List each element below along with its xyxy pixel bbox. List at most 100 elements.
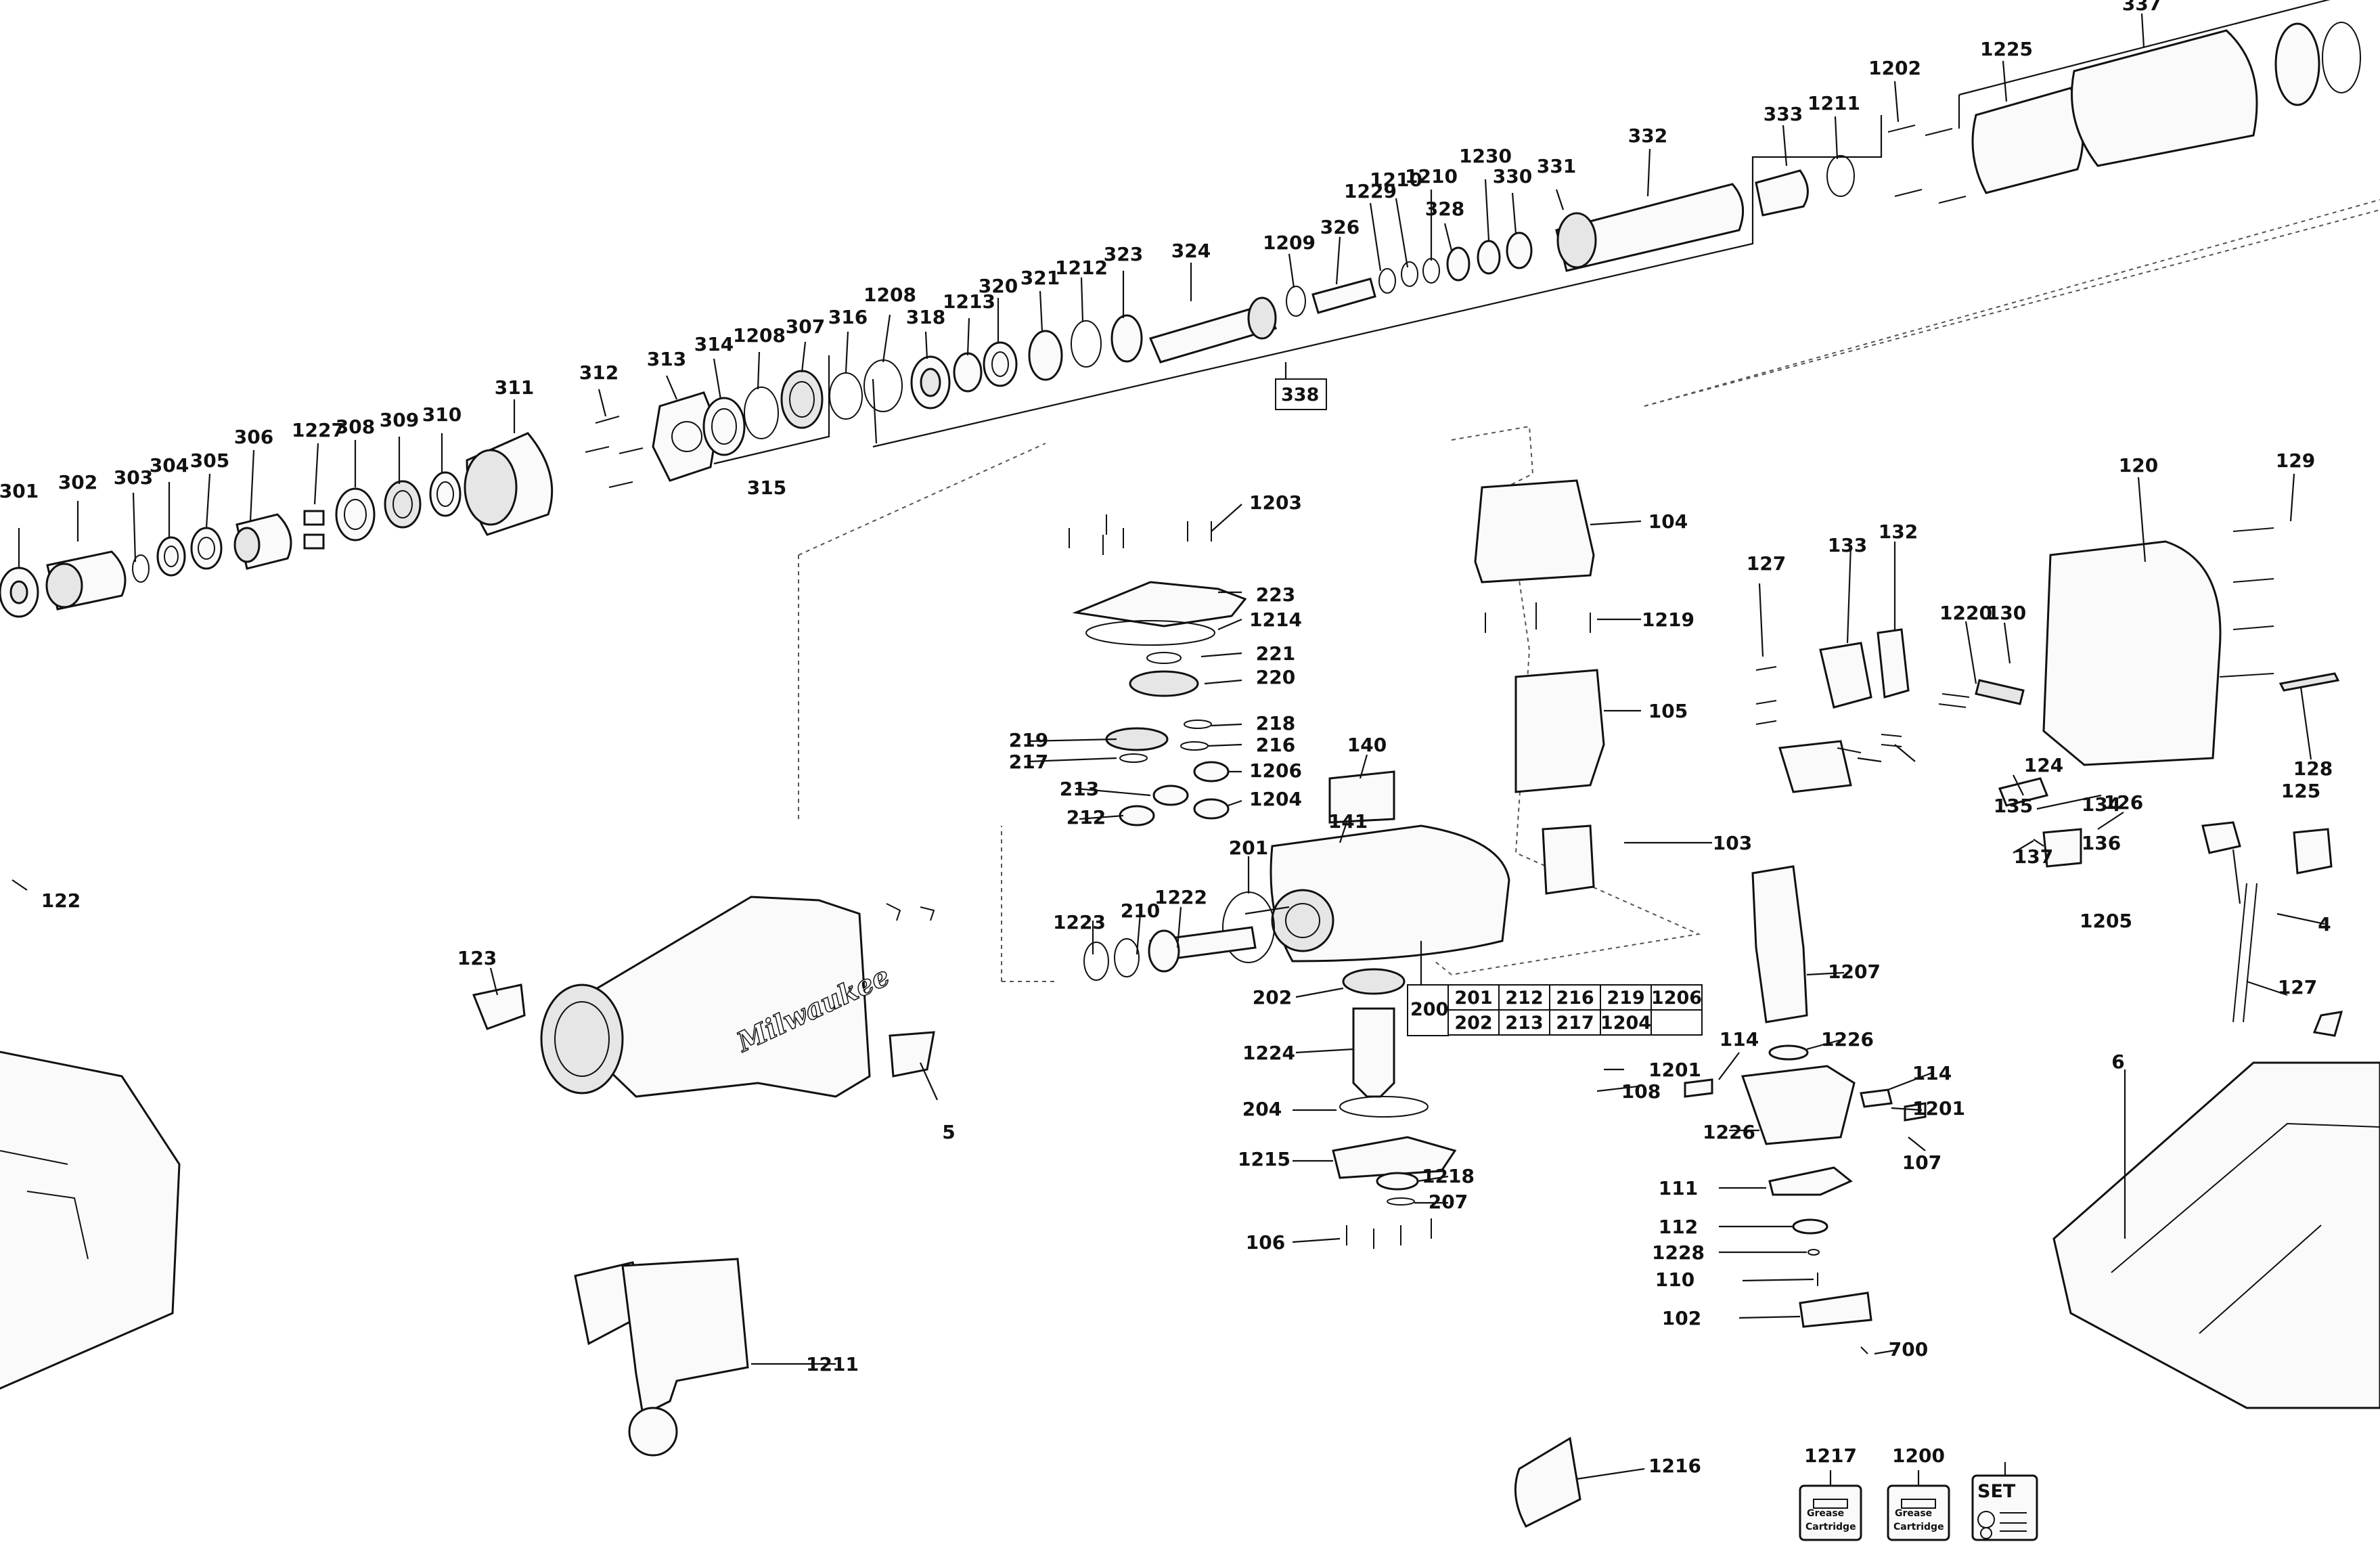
table-cell-text: 216 [1556, 988, 1594, 1009]
callout-1216: 1216 [1648, 1455, 1701, 1477]
callout-223: 223 [1256, 583, 1295, 606]
grease-1217-line2: Cartridge [1893, 1522, 1944, 1532]
callout-219: 219 [1009, 729, 1048, 751]
callout-114: 114 [1720, 1028, 1759, 1051]
callout-326: 326 [1320, 216, 1360, 238]
carry-cases [0, 1051, 2380, 1409]
callout-134: 134 [2082, 793, 2121, 816]
callout-128: 128 [2293, 757, 2333, 780]
callout-103: 103 [1713, 832, 1752, 854]
callout-309: 309 [380, 409, 419, 431]
leader-lines [12, 13, 2325, 1486]
callout-129: 129 [2276, 449, 2315, 472]
callout-104: 104 [1648, 510, 1688, 533]
callout-207: 207 [1429, 1191, 1468, 1213]
callout-130: 130 [1987, 602, 2026, 624]
callout-133: 133 [1828, 534, 1867, 556]
table-head: 200 [1410, 999, 1448, 1020]
table-cell [1600, 984, 1652, 1011]
grease-cartridge-1217-icon: Grease Cartridge [1887, 1484, 1950, 1541]
callout-1222: 1222 [1154, 886, 1207, 908]
callout-213: 213 [1060, 778, 1099, 800]
callout-110: 110 [1655, 1268, 1694, 1291]
callout-1226: 1226 [1821, 1028, 1874, 1051]
callout-4: 4 [2318, 913, 2331, 935]
callout-1201: 1201 [1912, 1097, 1965, 1120]
callout-700: 700 [1889, 1338, 1928, 1361]
callout-312: 312 [579, 361, 619, 384]
table-cell-text: 217 [1556, 1013, 1594, 1034]
callout-1213: 1213 [943, 290, 995, 313]
callout-1211: 1211 [806, 1353, 859, 1375]
callout-328: 328 [1425, 198, 1464, 220]
table-cell-text: 1206 [1651, 988, 1702, 1009]
callout-112: 112 [1659, 1216, 1698, 1238]
callout-1208: 1208 [863, 284, 916, 306]
callout-302: 302 [58, 471, 97, 493]
callout-120: 120 [2119, 454, 2158, 477]
callout-321: 321 [1020, 267, 1060, 289]
callout-136: 136 [2082, 832, 2121, 854]
callout-122: 122 [41, 889, 81, 912]
callout-1214: 1214 [1249, 609, 1302, 631]
callout-135: 135 [1994, 795, 2033, 817]
assembly-338-box: 338 [1275, 378, 1327, 410]
callout-123: 123 [457, 947, 497, 969]
callout-1208: 1208 [733, 324, 786, 347]
callout-1209: 1209 [1263, 231, 1316, 254]
callout-1203: 1203 [1249, 491, 1302, 514]
bracket-lines [713, 0, 2331, 465]
callout-216: 216 [1256, 734, 1295, 756]
callout-304: 304 [150, 454, 189, 477]
callout-1206: 1206 [1249, 759, 1302, 782]
callout-107: 107 [1902, 1151, 1941, 1174]
grease-1216-line1: Grease [1807, 1508, 1844, 1519]
callout-1230: 1230 [1459, 145, 1512, 167]
callout-1224: 1224 [1242, 1042, 1295, 1064]
front-housing: Milwaukee [472, 896, 935, 1098]
callout-1200: 1200 [1892, 1444, 1945, 1467]
gearbox-parts [1069, 514, 1510, 1249]
callout-6: 6 [2111, 1051, 2124, 1073]
callout-306: 306 [234, 426, 273, 448]
callout-220: 220 [1256, 666, 1295, 688]
callout-313: 313 [647, 348, 686, 370]
table-cell [1549, 984, 1601, 1011]
callout-1204: 1204 [1249, 788, 1302, 810]
callout-301: 301 [0, 480, 39, 502]
spindle-parts [0, 22, 2361, 618]
table-cell-text: 212 [1505, 988, 1543, 1009]
grease-cartridge-1216-icon: Grease Cartridge [1799, 1484, 1862, 1541]
callout-127: 127 [2278, 976, 2317, 998]
callout-106: 106 [1246, 1231, 1285, 1254]
callout-1227: 1227 [292, 419, 344, 441]
callout-311: 311 [495, 376, 534, 399]
callout-201: 201 [1229, 837, 1268, 859]
set-kit-label: SET [1977, 1481, 2016, 1502]
callout-132: 132 [1879, 521, 1918, 543]
callout-323: 323 [1104, 243, 1143, 265]
callout-333: 333 [1764, 103, 1803, 125]
callout-1202: 1202 [1868, 57, 1921, 79]
callout-5: 5 [942, 1121, 955, 1143]
callout-1223: 1223 [1053, 911, 1106, 933]
callout-307: 307 [786, 315, 825, 338]
motor-parts [1474, 479, 1927, 1354]
callout-1211: 1211 [1808, 92, 1860, 114]
callout-137: 137 [2014, 845, 2053, 868]
callout-1215: 1215 [1238, 1148, 1290, 1170]
assembly-338-label: 338 [1281, 384, 1319, 405]
callout-217: 217 [1009, 751, 1048, 773]
callout-320: 320 [979, 275, 1018, 297]
callout-305: 305 [190, 449, 229, 472]
callout-108: 108 [1621, 1080, 1661, 1103]
callout-111: 111 [1659, 1177, 1698, 1199]
callout-1219: 1219 [1642, 609, 1694, 631]
side-handle [574, 1258, 749, 1457]
callout-303: 303 [114, 466, 153, 489]
callout-204: 204 [1242, 1098, 1282, 1120]
callout-1212: 1212 [1055, 257, 1108, 279]
accessory-icons: Grease Cartridge Grease Cartridge SET [1514, 1436, 2038, 1541]
callout-331: 331 [1537, 155, 1576, 177]
